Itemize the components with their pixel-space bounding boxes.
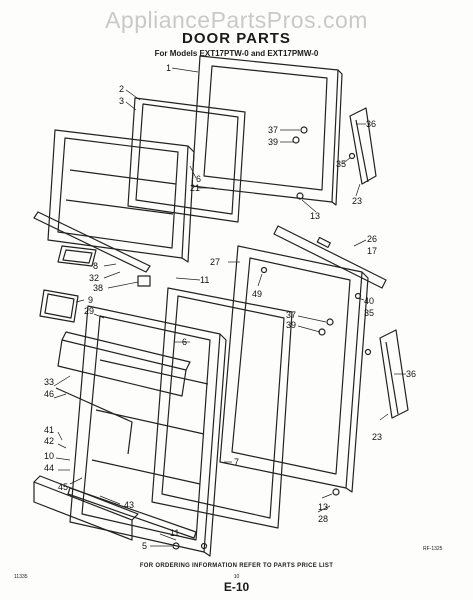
callout-44: 44	[44, 463, 54, 473]
callout-11-upper: 11	[200, 275, 209, 285]
lower-bar	[67, 487, 197, 539]
page-number: E-10	[223, 580, 250, 594]
callout-33: 33	[44, 377, 54, 387]
watermark: AppliancePartsPros.com	[105, 7, 368, 33]
callout-41: 41	[44, 425, 54, 435]
callout-1: 1	[166, 63, 171, 73]
page-title: DOOR PARTS	[182, 30, 291, 47]
callout-45: 45	[58, 482, 68, 492]
callout-3: 3	[119, 96, 124, 106]
upper-shelf-bar	[33, 211, 151, 273]
ordering-note: FOR ORDERING INFORMATION REFER TO PARTS …	[139, 563, 334, 569]
upper-door-liner	[47, 129, 195, 263]
callout-39-upper: 39	[268, 137, 278, 147]
screws	[172, 126, 372, 550]
callout-21: 21	[190, 183, 200, 193]
document-code: 11335	[14, 574, 28, 580]
page-subtitle: For Models EXT17PTW-0 and EXT17PMW-0	[154, 49, 319, 58]
drawing-code: RF-1325	[423, 546, 443, 552]
callout-23-lower: 23	[372, 432, 382, 442]
callout-38: 38	[93, 283, 103, 293]
callout-49: 49	[252, 289, 262, 299]
lower-shelf	[57, 331, 191, 397]
upper-door-gasket	[127, 97, 246, 223]
callout-23-upper: 23	[352, 196, 362, 206]
page-number-small: 10	[233, 574, 240, 580]
callout-36-upper: 36	[366, 119, 376, 129]
callout-43: 43	[124, 500, 134, 510]
callout-7: 7	[234, 457, 239, 467]
callout-37-lower: 37	[286, 310, 296, 320]
callout-2: 2	[119, 84, 124, 94]
callout-6-upper: 6	[196, 174, 201, 184]
upper-door-frame	[191, 55, 343, 206]
lower-door-liner	[69, 305, 227, 557]
callout-8: 8	[93, 261, 98, 271]
callout-13-upper: 13	[310, 211, 320, 221]
callout-40: 40	[364, 296, 374, 306]
callout-13-lower: 13	[318, 502, 328, 512]
callout-29: 29	[84, 306, 94, 316]
callout-5: 5	[142, 541, 147, 551]
callout-36-lower: 36	[406, 369, 416, 379]
callout-37-upper: 37	[268, 125, 278, 135]
callout-32: 32	[89, 273, 99, 283]
callout-28: 28	[318, 514, 328, 524]
callout-39-lower: 39	[286, 320, 296, 330]
lower-hinge-36	[379, 329, 409, 419]
callout-27: 27	[210, 257, 220, 267]
lower-small-tray	[39, 289, 79, 323]
bottom-shelf	[33, 475, 139, 541]
callout-17: 17	[367, 246, 377, 256]
lower-door-gasket	[151, 287, 293, 529]
upper-small-tray	[57, 245, 97, 267]
callout-35-lower: 35	[364, 308, 374, 318]
callout-9: 9	[88, 295, 93, 305]
callout-46: 46	[44, 389, 54, 399]
wire-rod	[55, 387, 133, 455]
upper-hinge-36	[349, 107, 377, 185]
lower-door-frame	[219, 245, 369, 493]
callout-labels: 1 2 3 36 37 39 6 21 35 23 13 8 32 38 11 …	[44, 63, 416, 551]
callout-6-lower: 6	[182, 337, 187, 347]
callout-42: 42	[44, 436, 54, 446]
hinge-38	[137, 275, 151, 287]
door-strip	[273, 225, 387, 289]
callout-11-lower: 11	[170, 528, 179, 538]
callout-26: 26	[367, 234, 377, 244]
callout-35-upper: 35	[336, 159, 346, 169]
callout-10: 10	[44, 451, 54, 461]
